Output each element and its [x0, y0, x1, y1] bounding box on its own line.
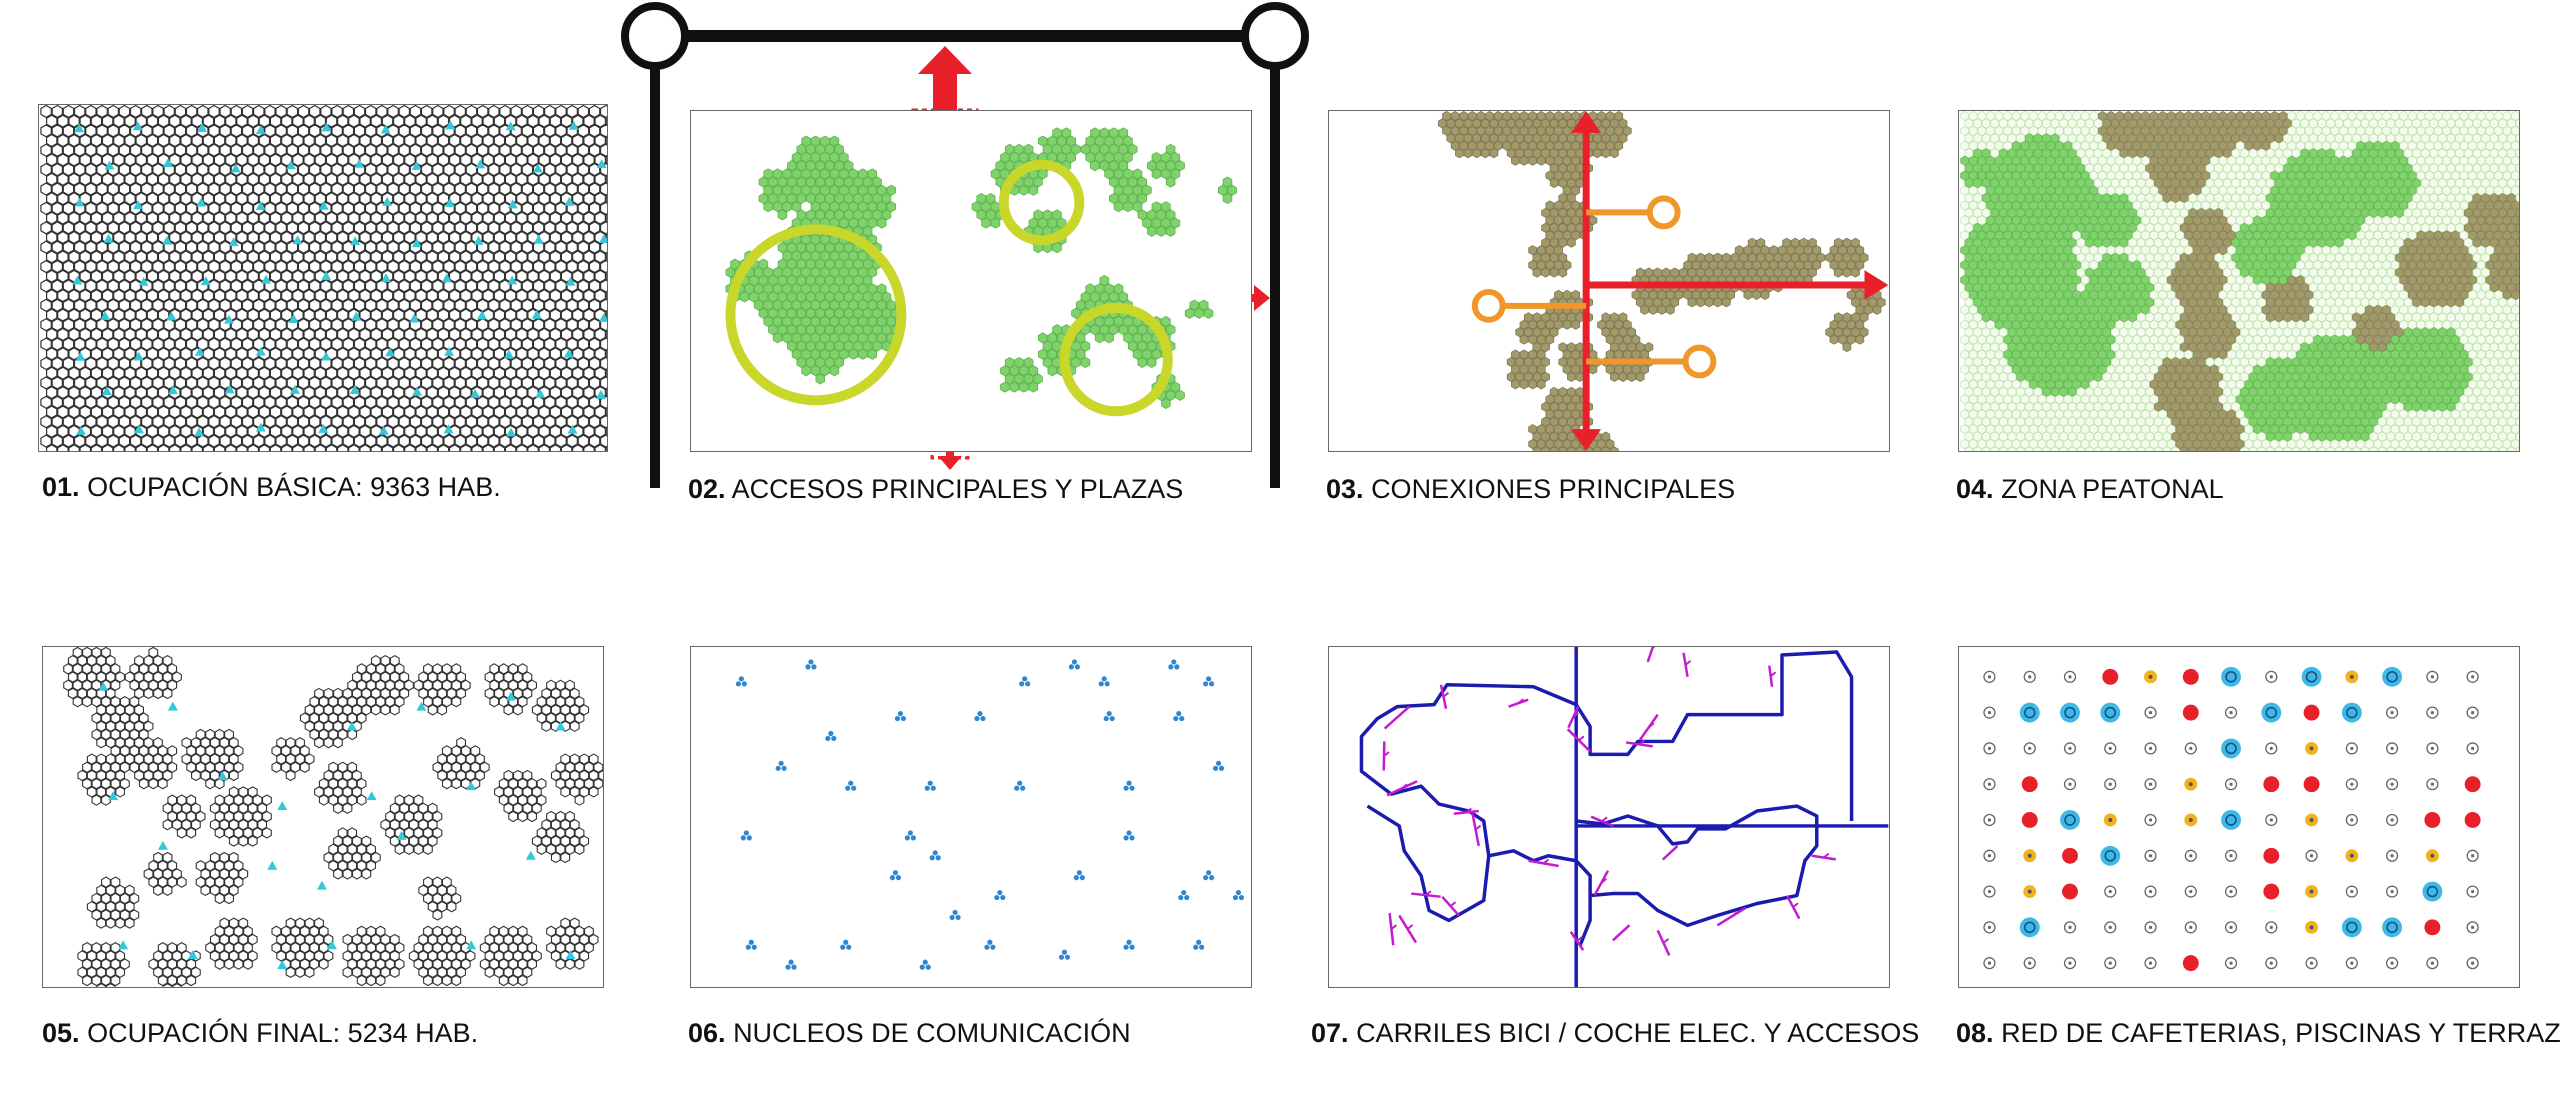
hex-grid-final — [63, 647, 603, 987]
caption-05: 05. OCUPACIÓN FINAL: 5234 HAB. — [42, 1018, 479, 1048]
caption-01: 01. OCUPACIÓN BÁSICA: 9363 HAB. — [42, 472, 501, 502]
bike-lane-east — [1576, 804, 1819, 946]
panel-05-final-occupation — [42, 646, 604, 988]
pedestrian-zone-map — [1960, 111, 2519, 451]
green-clusters-plazas — [725, 127, 1237, 417]
cores-map — [735, 659, 1244, 970]
amenities-grid — [1983, 666, 2481, 972]
panel-03-main-connections — [1328, 110, 1890, 452]
bike-lane-west — [1359, 683, 1577, 923]
khaki-connections — [1437, 111, 1889, 451]
caption-03: 03. CONEXIONES PRINCIPALES — [1326, 474, 1736, 504]
caption-02: 02. ACCESOS PRINCIPALES Y PLAZAS — [688, 474, 1184, 504]
hex-grid-basic — [40, 105, 607, 451]
frame-node-left — [621, 2, 689, 70]
caption-06: 06. NUCLEOS DE COMUNICACIÓN — [688, 1018, 1131, 1048]
caption-04: 04. ZONA PEATONAL — [1956, 474, 2224, 504]
panel-02-accesses-plazas — [690, 110, 1252, 452]
panel-01-basic-occupation — [38, 104, 608, 452]
panel-04-pedestrian-zone — [1958, 110, 2520, 452]
frame-node-right — [1241, 2, 1309, 70]
panel-06-communication-cores — [690, 646, 1252, 988]
panel-07-bike-lanes — [1328, 646, 1890, 988]
bike-lane-north — [1574, 650, 1854, 821]
bike-lanes-map — [1359, 647, 1889, 987]
bike-lane-center — [1488, 849, 1592, 896]
caption-07: 07. CARRILES BICI / COCHE ELEC. Y ACCESO… — [1311, 1018, 1920, 1048]
panel-08-cafes-pools-terraces — [1958, 646, 2520, 988]
caption-08: 08. RED DE CAFETERIAS, PISCINAS Y TERRAZ… — [1956, 1018, 2560, 1048]
